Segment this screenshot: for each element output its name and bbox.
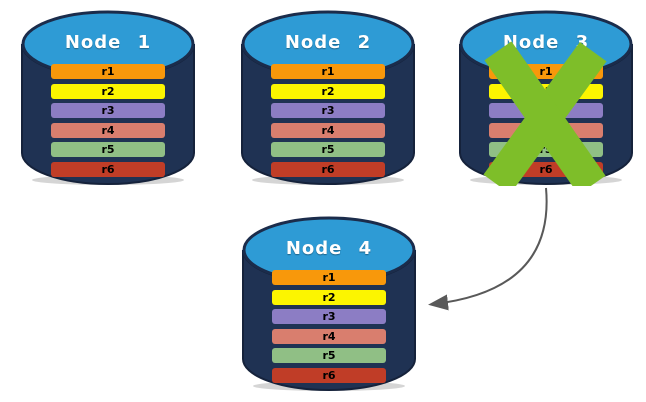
replica-row-r1: r1: [489, 64, 603, 79]
replica-row-r2: r2: [272, 289, 386, 305]
replica-row-r6: r6: [272, 367, 386, 383]
replica-row-r2: r2: [489, 83, 603, 99]
replica-rows: r1 r2 r3 r4 r5 r6: [51, 64, 165, 181]
replica-row-r6: r6: [489, 161, 603, 177]
node-3: Node 3 r1 r2 r3 r4 r5 r6: [458, 6, 634, 186]
node-2: Node 2 r1 r2 r3 r4 r5 r6: [240, 6, 416, 186]
replica-row-r3: r3: [272, 309, 386, 324]
node-title: Node 3: [502, 32, 590, 53]
replica-row-r6: r6: [271, 161, 385, 177]
node-title: Node 4: [285, 238, 373, 259]
replica-row-r3: r3: [271, 103, 385, 118]
replica-rows: r1 r2 r3 r4 r5 r6: [271, 64, 385, 181]
replica-rows: r1 r2 r3 r4 r5 r6: [272, 270, 386, 387]
node-title: Node 1: [64, 32, 152, 53]
curved-arrow-icon: [428, 187, 548, 311]
replica-row-r2: r2: [51, 83, 165, 99]
replica-row-r4: r4: [51, 122, 165, 138]
replica-row-r1: r1: [272, 270, 386, 285]
replica-rows: r1 r2 r3 r4 r5 r6: [489, 64, 603, 181]
node-title: Node 2: [284, 32, 372, 53]
replica-row-r4: r4: [271, 122, 385, 138]
replica-row-r1: r1: [51, 64, 165, 79]
replica-row-r3: r3: [489, 103, 603, 118]
node-1: Node 1 r1 r2 r3 r4 r5 r6: [20, 6, 196, 186]
replica-row-r1: r1: [271, 64, 385, 79]
replica-row-r5: r5: [272, 348, 386, 363]
replica-row-r6: r6: [51, 161, 165, 177]
replica-row-r5: r5: [51, 142, 165, 157]
replica-row-r5: r5: [489, 142, 603, 157]
replica-row-r4: r4: [489, 122, 603, 138]
replica-row-r5: r5: [271, 142, 385, 157]
replica-row-r2: r2: [271, 83, 385, 99]
node-4: Node 4 r1 r2 r3 r4 r5 r6: [241, 212, 417, 392]
replica-row-r3: r3: [51, 103, 165, 118]
replica-row-r4: r4: [272, 328, 386, 344]
